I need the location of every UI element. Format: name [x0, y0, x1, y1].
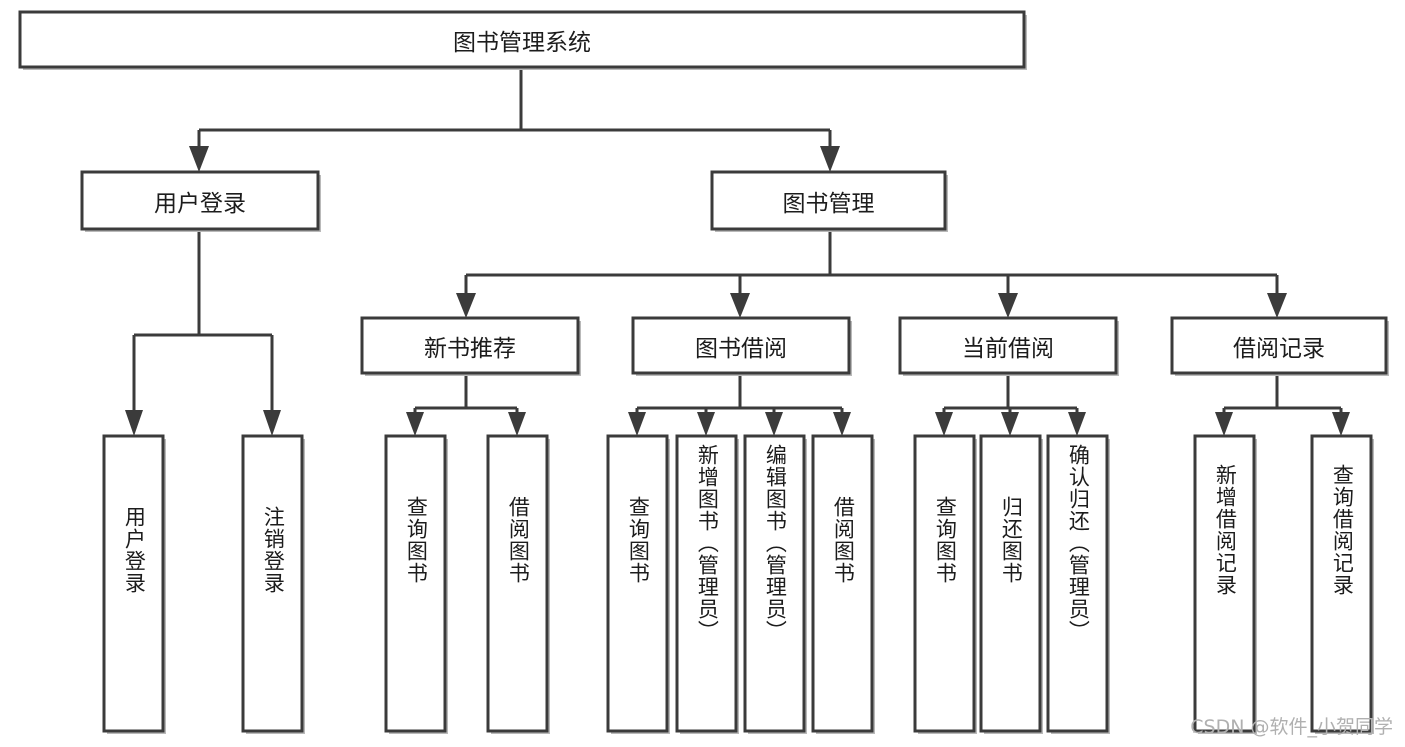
- arrow-to-new-book-recommend: [456, 293, 476, 318]
- node-box-leaf-edit-book[interactable]: [743, 434, 806, 733]
- arrow-to-leaf-add-record: [1215, 412, 1233, 436]
- node-box-book-manage[interactable]: [710, 170, 947, 231]
- node-box-leaf-borrow-book-1[interactable]: [486, 434, 549, 733]
- arrow-to-leaf-return-book: [1001, 412, 1019, 436]
- arrow-to-leaf-add-book: [697, 412, 715, 436]
- arrow-to-leaf-user-logout: [263, 410, 281, 436]
- arrow-to-book-borrow: [730, 293, 750, 318]
- connector-group-book-borrow: [628, 375, 851, 436]
- connector-group-current-borrow: [935, 375, 1086, 436]
- node-box-new-book-recommend[interactable]: [360, 316, 580, 375]
- connector-group-user-login: [125, 232, 281, 436]
- connector-group-root: [189, 67, 840, 172]
- node-box-book-borrow[interactable]: [631, 316, 851, 375]
- arrow-to-leaf-user-login: [125, 410, 143, 436]
- node-box-leaf-query-record[interactable]: [1310, 434, 1373, 733]
- arrow-to-borrow-record: [1267, 293, 1287, 318]
- node-box-borrow-record[interactable]: [1170, 316, 1388, 375]
- arrow-to-current-borrow: [998, 293, 1018, 318]
- arrow-to-leaf-borrow-book-2: [833, 412, 851, 436]
- node-box-leaf-add-book[interactable]: [675, 434, 738, 733]
- node-box-root[interactable]: [18, 10, 1026, 69]
- node-box-user-login[interactable]: [80, 170, 320, 231]
- arrow-to-leaf-borrow-book-1: [508, 412, 526, 436]
- arrow-to-leaf-query-record: [1332, 412, 1350, 436]
- node-box-leaf-query-book-1[interactable]: [384, 434, 447, 733]
- arrow-root-to-book-manage: [820, 146, 840, 172]
- node-box-leaf-query-book-2[interactable]: [606, 434, 669, 733]
- node-box-leaf-confirm-return[interactable]: [1046, 434, 1109, 733]
- arrow-to-leaf-edit-book: [765, 412, 783, 436]
- connector-group-new-book-recommend: [406, 375, 526, 436]
- arrow-to-leaf-query-book-3: [935, 412, 953, 436]
- node-box-leaf-query-book-3[interactable]: [913, 434, 976, 733]
- arrow-to-leaf-confirm-return: [1068, 412, 1086, 436]
- node-box-leaf-return-book[interactable]: [979, 434, 1042, 733]
- node-box-leaf-add-record[interactable]: [1193, 434, 1256, 733]
- node-box-leaf-user-login[interactable]: [102, 434, 165, 733]
- node-box-leaf-borrow-book-2[interactable]: [811, 434, 874, 733]
- connector-group-book-manage: [456, 232, 1287, 318]
- node-box-leaf-user-logout[interactable]: [241, 434, 304, 733]
- arrow-root-to-user-login: [189, 146, 209, 172]
- arrow-to-leaf-query-book-2: [628, 412, 646, 436]
- connector-group-borrow-record: [1215, 375, 1350, 436]
- arrow-to-leaf-query-book-1: [406, 412, 424, 436]
- node-box-current-borrow[interactable]: [898, 316, 1118, 375]
